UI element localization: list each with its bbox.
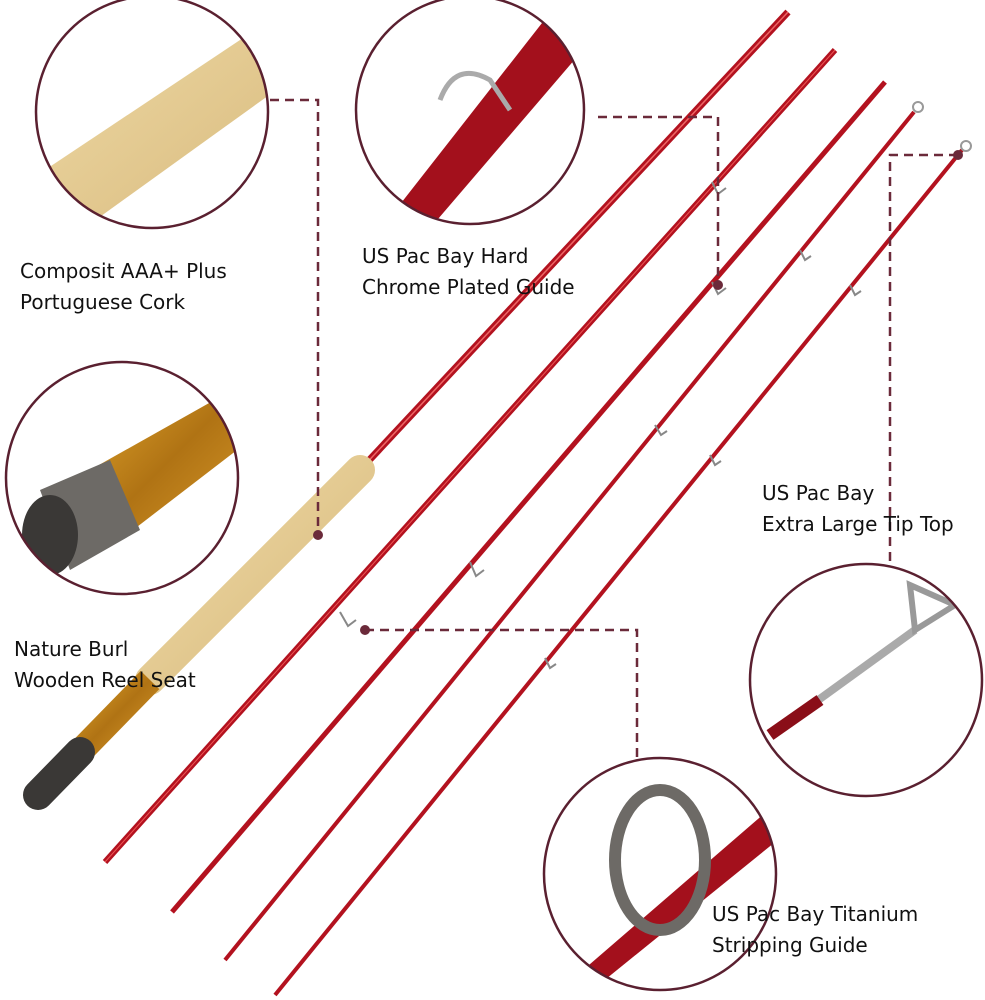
label-line: Wooden Reel Seat	[14, 668, 196, 692]
label-guide: US Pac Bay Hard Chrome Plated Guide	[362, 241, 575, 303]
label-line: Composit AAA+ Plus	[20, 259, 227, 283]
label-line: Stripping Guide	[712, 933, 868, 957]
label-line: Chrome Plated Guide	[362, 275, 575, 299]
label-line: US Pac Bay Hard	[362, 244, 529, 268]
label-stripping-guide: US Pac Bay Titanium Stripping Guide	[712, 899, 918, 961]
detail-circle-cork	[34, 0, 270, 230]
rod-section-tip-1	[223, 101, 924, 962]
rod-section-tip-2	[273, 140, 972, 997]
label-reel-seat: Nature Burl Wooden Reel Seat	[14, 634, 196, 696]
label-cork: Composit AAA+ Plus Portuguese Cork	[20, 256, 227, 318]
detail-circle-stripping-guide	[542, 756, 778, 992]
callout-dots	[313, 150, 963, 635]
rod-guides	[339, 181, 862, 670]
label-line: Extra Large Tip Top	[762, 512, 954, 536]
rod-section-butt	[23, 9, 791, 810]
label-line: Nature Burl	[14, 637, 129, 661]
label-line: Portuguese Cork	[20, 290, 186, 314]
detail-circle-guide	[354, 0, 586, 226]
rod-section-mid	[170, 80, 887, 914]
label-tip-top: US Pac Bay Extra Large Tip Top	[762, 478, 954, 540]
detail-circle-reel-seat	[4, 360, 240, 596]
label-line: US Pac Bay Titanium	[712, 902, 919, 926]
detail-circle-tip-top	[748, 562, 984, 798]
label-line: US Pac Bay	[762, 481, 875, 505]
callout-lines	[270, 98, 958, 758]
